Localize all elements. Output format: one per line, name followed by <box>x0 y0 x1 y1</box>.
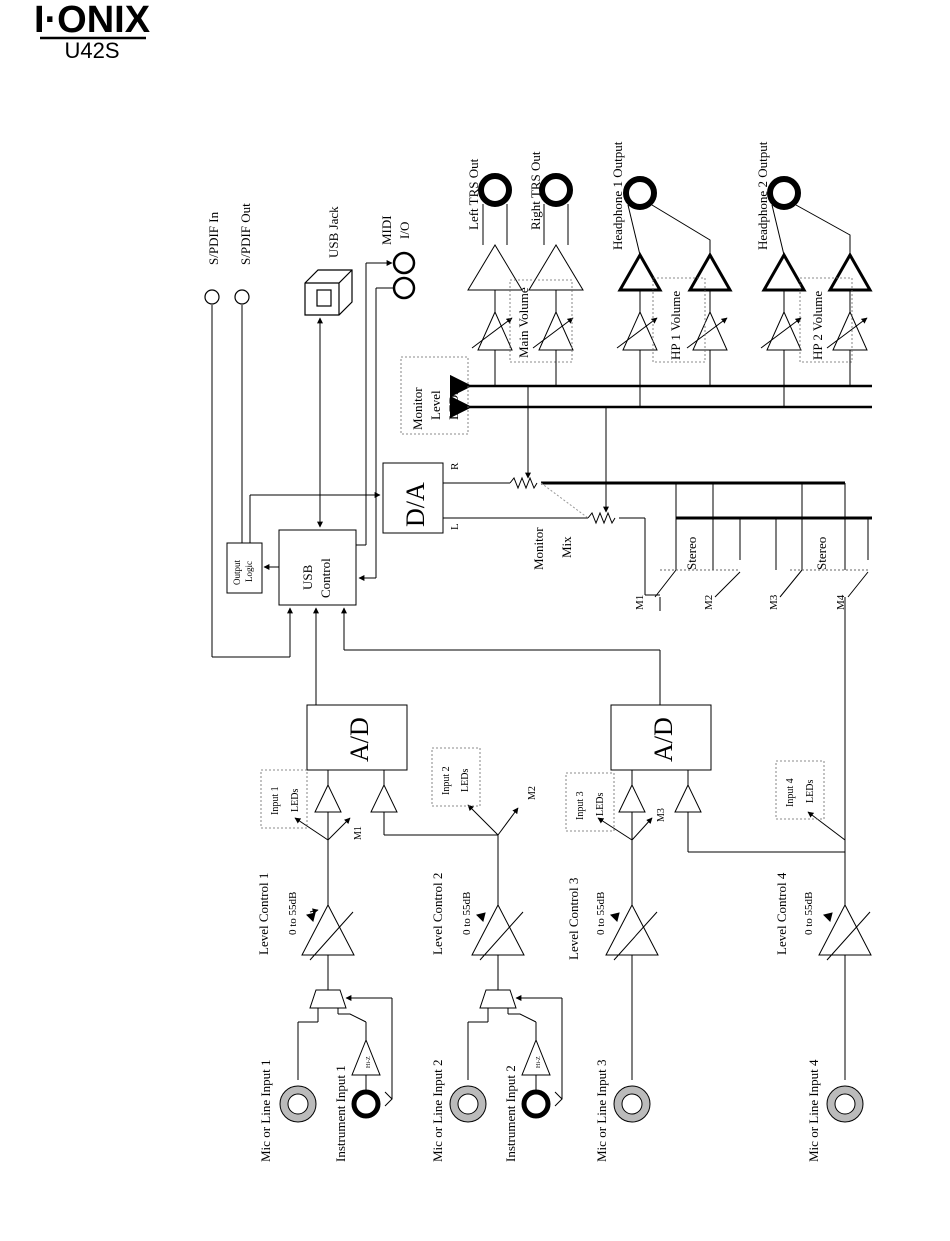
monitor-label: Monitor <box>531 527 546 570</box>
da-l-label: L <box>449 523 461 530</box>
instrument-input-2-label: Instrument Input 2 <box>503 1065 518 1162</box>
input-3-leds-box: Input 3 LEDs <box>565 772 615 832</box>
switch-m1-label: M1 <box>634 595 646 610</box>
main-output-amps <box>467 244 584 291</box>
ionix-logo: I·ONIX U42S <box>34 0 151 63</box>
headphone-2-output-label: Headphone 2 Output <box>755 141 770 250</box>
input-4-leds-box: Input 4 LEDs <box>775 760 825 820</box>
monitor-level-leds-box: Monitor Level LEDs <box>400 356 469 435</box>
da-converter-block: D/A R L <box>382 462 461 534</box>
level-control-3-range: 0 to 55dB <box>595 892 607 935</box>
mic-line-input-2-jack <box>449 1085 487 1123</box>
headphone-amps <box>617 251 873 292</box>
monitor-leds-label-2: Level <box>428 390 443 420</box>
headphone-1-output-jack <box>623 176 657 210</box>
mic-line-input-2-label: Mic or Line Input 2 <box>430 1059 445 1162</box>
main-volume-label: Main Volume <box>516 287 531 358</box>
spdif-out-label: S/PDIF Out <box>238 203 253 265</box>
mic-line-input-1-jack <box>279 1085 317 1123</box>
logo-brand-text: I·ONIX <box>34 0 151 41</box>
spdif-in-label: S/PDIF In <box>206 211 221 265</box>
spdif-out-jack <box>234 289 250 305</box>
mic-line-input-3-jack <box>613 1085 651 1123</box>
input-2-leds-sub: LEDs <box>460 769 471 792</box>
left-trs-out-label: Left TRS Out <box>466 158 481 230</box>
input-2-leds-box: Input 2 LEDs <box>431 747 481 807</box>
usb-jack-icon <box>304 269 353 316</box>
instrument-input-2-jack <box>521 1089 551 1119</box>
switch-m3-label: M3 <box>768 594 780 610</box>
ad-m2-label: M2 <box>527 786 538 800</box>
level-control-4-label: Level Control 4 <box>774 872 789 955</box>
instrument-input-1-label: Instrument Input 1 <box>333 1065 348 1162</box>
output-logic-label-2: Logic <box>244 561 254 582</box>
level-control-1-label: Level Control 1 <box>256 873 271 955</box>
usb-control-label-1: USB <box>300 564 315 590</box>
mix-label: Mix <box>559 536 574 558</box>
mic-line-input-4-label: Mic or Line Input 4 <box>806 1059 821 1162</box>
monitor-leds-label-1: Monitor <box>410 387 425 430</box>
ad-2-label: A/D <box>649 717 678 762</box>
input-4-leds-label: Input 4 <box>785 778 796 807</box>
hp2-volume-label: HP 2 Volume <box>810 291 825 360</box>
midi-io-jacks <box>392 251 416 300</box>
level-control-amps <box>301 903 872 961</box>
mic-line-input-4-jack <box>826 1085 864 1123</box>
logo-model-text: U42S <box>64 38 119 63</box>
level-control-2-range: 0 to 55dB <box>461 892 473 935</box>
usb-control-block: USB Control <box>278 529 357 606</box>
switch-m4-label: M4 <box>835 594 847 610</box>
level-control-2-label: Level Control 2 <box>430 873 445 955</box>
input-4-leds-sub: LEDs <box>805 780 816 803</box>
ad1-m1-label: M1 <box>353 826 364 840</box>
headphone-2-output-jack <box>767 176 801 210</box>
level-control-1-range: 0 to 55dB <box>287 892 299 935</box>
stereo-switches <box>645 483 869 611</box>
right-trs-out-label: Right TRS Out <box>528 151 543 230</box>
input-3-leds-sub: LEDs <box>595 793 606 816</box>
instrument-input-1-jack <box>351 1089 381 1119</box>
input-1-leds-label: Input 1 <box>270 786 281 815</box>
input-1-leds-box: Input 1 LEDs <box>260 769 308 829</box>
mic-line-input-1-label: Mic or Line Input 1 <box>258 1059 273 1162</box>
usb-control-label-2: Control <box>318 558 333 598</box>
hiz-label-1: Hi-Z <box>366 1056 372 1068</box>
ad-converter-1: A/D <box>306 704 408 771</box>
switch-m2-label: M2 <box>703 595 715 610</box>
da-r-label: R <box>449 462 461 470</box>
input-3-leds-label: Input 3 <box>575 791 586 820</box>
stereo-label-2: Stereo <box>814 537 829 570</box>
da-label: D/A <box>401 482 430 527</box>
input-1-leds-sub: LEDs <box>290 789 301 812</box>
ad2-m3-label: M3 <box>656 808 667 822</box>
mic-line-input-3-label: Mic or Line Input 3 <box>594 1059 609 1162</box>
spdif-in-jack <box>204 289 220 305</box>
ad-1-label: A/D <box>345 717 374 762</box>
midi-io-label: I/O <box>397 222 412 239</box>
right-trs-out-jack <box>539 173 573 207</box>
monitor-leds-label-3: LEDs <box>446 390 461 420</box>
hp1-volume-label: HP 1 Volume <box>668 291 683 360</box>
input-2-leds-label: Input 2 <box>441 766 452 795</box>
left-trs-out-jack <box>478 173 512 207</box>
output-logic-label-1: Output <box>232 560 242 586</box>
level-control-4-range: 0 to 55dB <box>803 892 815 935</box>
hiz-label-2: Hi-Z <box>536 1056 542 1068</box>
ad-converter-2: A/D <box>610 704 712 771</box>
headphone-1-output-label: Headphone 1 Output <box>610 141 625 250</box>
output-logic-block: Output Logic <box>226 542 263 594</box>
usb-jack-label: USB Jack <box>326 206 341 258</box>
midi-label: MIDI <box>379 215 394 245</box>
level-control-3-label: Level Control 3 <box>566 878 581 960</box>
stereo-label-1: Stereo <box>684 537 699 570</box>
